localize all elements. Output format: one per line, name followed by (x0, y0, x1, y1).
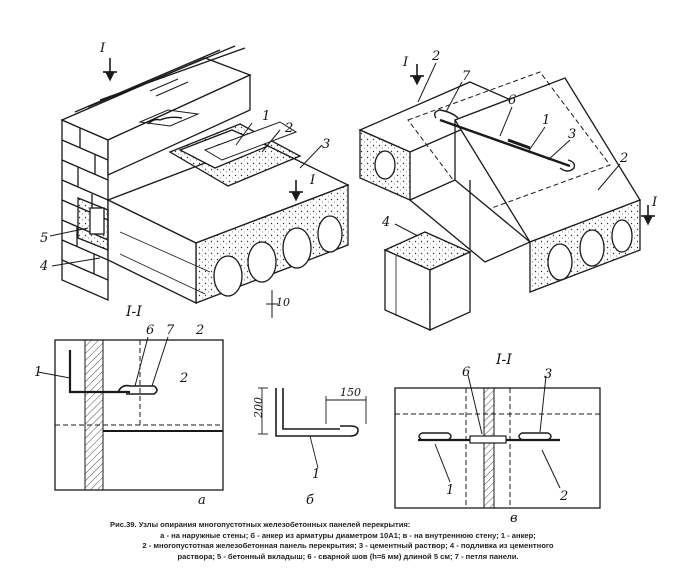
subfig-v: в (510, 511, 518, 526)
section-mark-tr-right: I (651, 195, 658, 210)
section-mark-tr: I (402, 55, 409, 70)
labels: I 1 2 3 I 5 4 10 I 2 7 6 1 3 2 I 4 I-I 6… (34, 41, 658, 526)
dim-10: 10 (276, 296, 290, 309)
exterior-wall-node (49, 45, 350, 318)
label-7-a: 7 (166, 323, 175, 338)
label-2-tl: 2 (284, 121, 293, 136)
label-3-tl: 3 (322, 137, 330, 152)
label-6-v: 6 (462, 365, 470, 380)
label-4-tr: 4 (381, 215, 390, 230)
section-mark-tl-right: I (309, 173, 316, 188)
label-6-a: 6 (146, 323, 154, 338)
label-2-a: 2 (195, 323, 204, 338)
caption-title: Рис.39. Узлы опирания многопустотных жел… (110, 520, 411, 529)
label-3-tr: 3 (568, 127, 576, 142)
label-2-v: 2 (559, 489, 568, 504)
label-1-b: 1 (312, 467, 320, 482)
label-1-v: 1 (446, 483, 454, 498)
section-title-a: I-I (125, 304, 142, 320)
label-3-v: 3 (544, 367, 552, 382)
label-1-tl: 1 (262, 109, 270, 124)
interior-wall-node (358, 62, 655, 332)
section-title-v: I-I (495, 352, 512, 368)
section-a (37, 336, 224, 491)
label-1-tr: 1 (542, 113, 550, 128)
label-6-tr: 6 (508, 93, 516, 108)
label-5-tl: 5 (40, 231, 48, 246)
label-7-tr: 7 (462, 69, 471, 84)
subfig-b: б (306, 493, 314, 508)
brick-wall (60, 45, 252, 301)
label-4-tl: 4 (39, 259, 48, 274)
anchor-detail (258, 387, 367, 469)
label-2-tr-b: 2 (619, 151, 628, 166)
caption-line-4: раствора; 5 - бетонный вкладыш; 6 - свар… (177, 551, 519, 561)
section-v (394, 374, 601, 509)
figure-caption: Рис.39. Узлы опирания многопустотных жел… (108, 520, 588, 562)
dim-200: 200 (252, 397, 265, 419)
subfig-a: a (198, 493, 206, 508)
label-2-a-body: 2 (179, 371, 188, 386)
dim-150: 150 (340, 386, 361, 399)
label-2-tr: 2 (431, 49, 440, 64)
caption-line-2: а - на наружные стены; б - анкер из арма… (160, 530, 536, 540)
caption-line-3: 2 - многопустотная железобетонная панель… (142, 541, 554, 550)
section-mark-left: I (99, 41, 106, 56)
label-1-a: 1 (34, 365, 42, 380)
